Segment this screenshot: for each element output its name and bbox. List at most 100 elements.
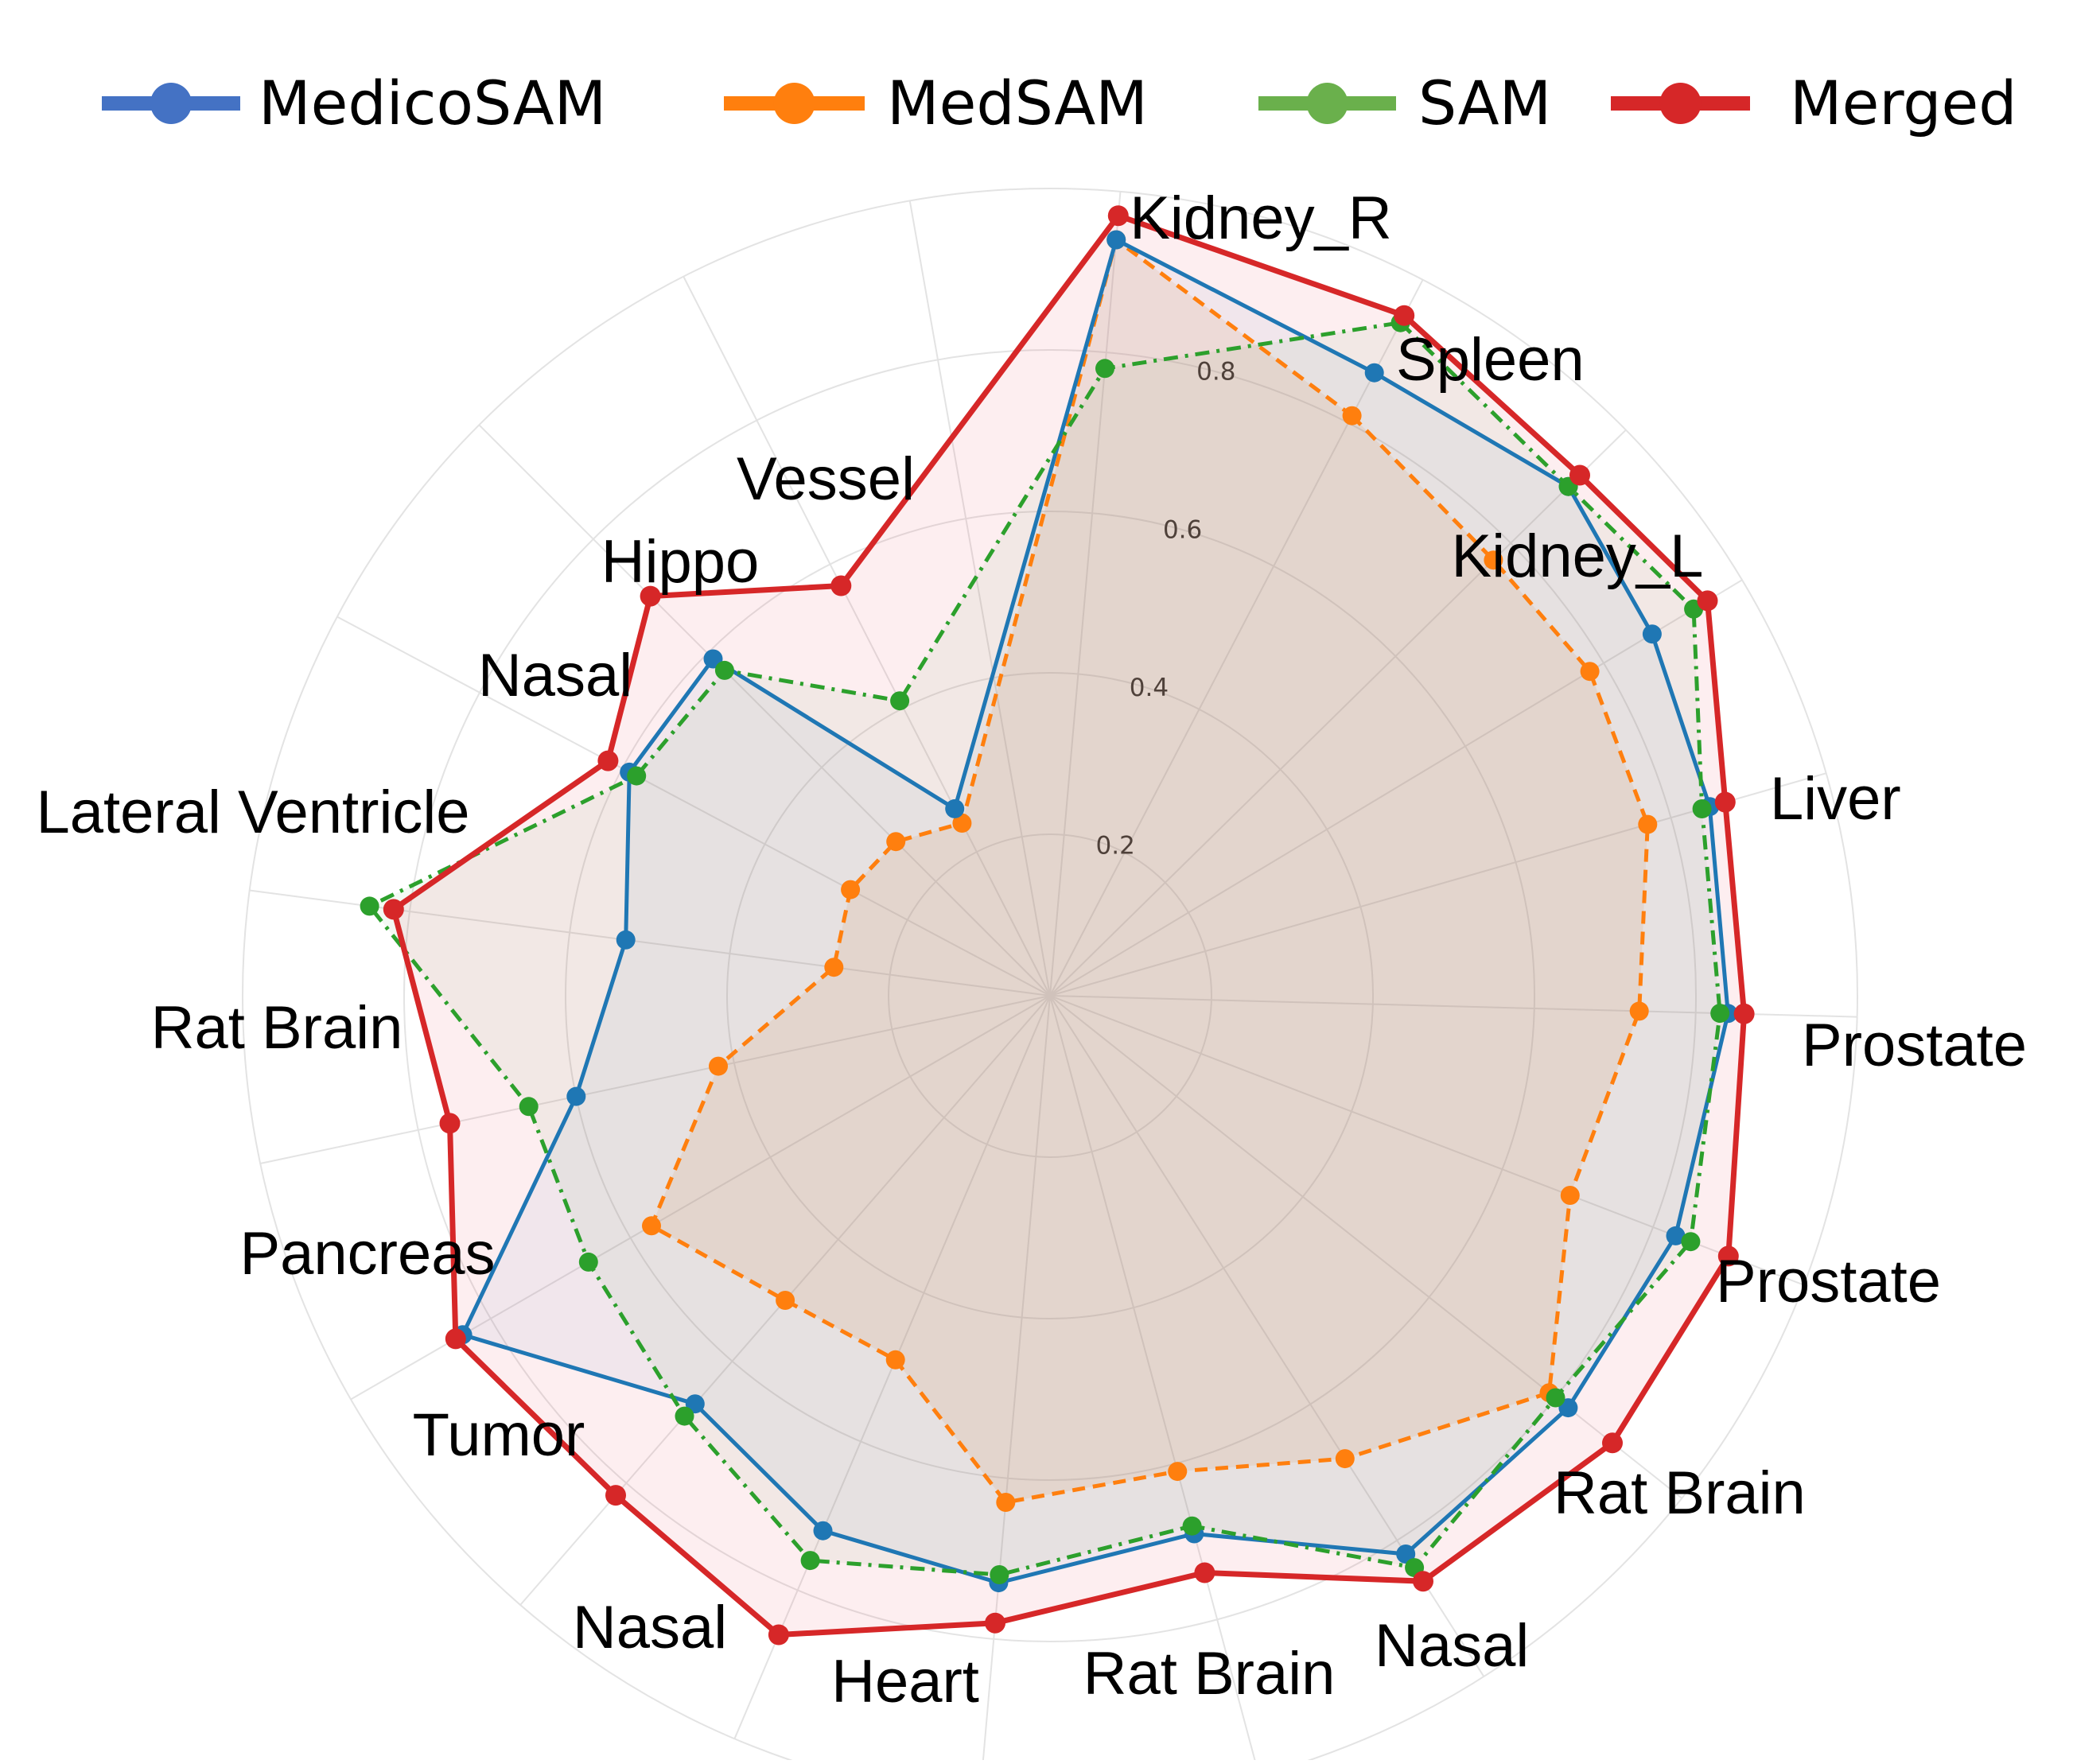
series-fill-medicosam bbox=[462, 239, 1729, 1583]
data-point-medicosam bbox=[1364, 363, 1384, 383]
data-point-medsam bbox=[1638, 814, 1658, 834]
axis-category-label: Nasal bbox=[573, 1594, 727, 1661]
axis-category-label: Pancreas bbox=[239, 1220, 495, 1288]
data-point-merged bbox=[597, 750, 619, 771]
series-line-medsam bbox=[649, 238, 1650, 1505]
data-point-medsam bbox=[1560, 1186, 1580, 1205]
series-line-sam bbox=[368, 321, 1722, 1577]
data-point-medsam bbox=[1335, 1449, 1355, 1469]
data-point-medsam bbox=[824, 958, 844, 977]
data-point-sam bbox=[1546, 1388, 1565, 1408]
data-point-merged bbox=[1394, 305, 1415, 326]
data-point-merged bbox=[1413, 1571, 1433, 1592]
data-point-merged bbox=[1107, 205, 1129, 227]
data-point-merged bbox=[640, 585, 661, 607]
data-point-medsam bbox=[709, 1056, 728, 1076]
grid-spoke bbox=[259, 995, 1051, 1165]
data-point-merged bbox=[439, 1113, 461, 1134]
grid-spoke bbox=[1049, 579, 1743, 997]
series-line-merged bbox=[391, 212, 1748, 1638]
data-point-sam bbox=[1681, 1232, 1701, 1252]
data-point-merged bbox=[985, 1612, 1005, 1634]
series-fill-sam bbox=[369, 322, 1721, 1576]
data-point-sam bbox=[1692, 799, 1712, 818]
data-point-medicosam bbox=[945, 798, 965, 818]
data-point-sam bbox=[714, 660, 734, 680]
label-layer: Kidney_RSpleenKidney_LLiverProstateProst… bbox=[37, 185, 2028, 1715]
grid-spoke bbox=[1049, 995, 1257, 1764]
legend-swatch-marker bbox=[1659, 83, 1702, 124]
legend-swatch-marker bbox=[1306, 83, 1348, 124]
data-point-sam bbox=[519, 1097, 539, 1117]
data-point-medicosam bbox=[616, 930, 636, 950]
legend-label: MedSAM bbox=[887, 68, 1148, 138]
data-point-merged bbox=[1717, 1245, 1739, 1267]
data-point-medsam bbox=[1580, 662, 1600, 682]
data-point-sam bbox=[1095, 359, 1114, 379]
legend-swatch-marker bbox=[150, 83, 192, 124]
grid-circle bbox=[242, 188, 1858, 1764]
axis-category-label: Nasal bbox=[478, 642, 632, 709]
axis-category-label: Heart bbox=[831, 1648, 979, 1715]
data-point-medsam bbox=[886, 832, 906, 852]
data-point-medsam bbox=[642, 1216, 661, 1236]
axis-category-label: Lateral Ventricle bbox=[37, 779, 470, 846]
data-point-medsam bbox=[952, 814, 972, 833]
axis-category-label: Spleen bbox=[1396, 326, 1585, 394]
grid-spoke bbox=[249, 889, 1051, 997]
series-line-medicosam bbox=[461, 238, 1730, 1585]
grid-spoke bbox=[336, 616, 1051, 997]
data-point-sam bbox=[360, 896, 379, 916]
grid-spoke bbox=[478, 424, 1051, 997]
legend-label: SAM bbox=[1418, 68, 1551, 138]
data-point-medsam bbox=[776, 1291, 795, 1310]
grid-circle bbox=[403, 349, 1697, 1642]
axis-category-label: Vessel bbox=[737, 445, 915, 513]
grid-spoke bbox=[1049, 279, 1424, 997]
axis-category-label: Kidney_L bbox=[1452, 523, 1704, 590]
grid-circle bbox=[726, 672, 1374, 1319]
data-point-merged bbox=[445, 1328, 466, 1350]
grid-spoke bbox=[683, 276, 1051, 997]
grid-spoke bbox=[1049, 995, 1682, 1499]
data-point-medsam bbox=[996, 1493, 1016, 1512]
data-point-merged bbox=[1194, 1562, 1215, 1583]
axis-category-label: Rat Brain bbox=[1083, 1640, 1336, 1708]
legend-swatch-marker bbox=[773, 83, 815, 124]
grid-spoke bbox=[1049, 429, 1627, 997]
data-point-medicosam bbox=[1642, 624, 1662, 644]
data-point-medicosam bbox=[1107, 230, 1126, 250]
data-point-merged bbox=[383, 899, 404, 920]
grid-circle bbox=[888, 833, 1212, 1158]
axis-category-label: Nasal bbox=[1375, 1612, 1529, 1680]
axis-category-label: Tumor bbox=[413, 1401, 585, 1469]
axis-category-label: Hippo bbox=[601, 528, 760, 596]
legend: MedicoSAM MedSAM SAM Merged bbox=[102, 68, 2017, 138]
radial-tick-label: 0.4 bbox=[1130, 674, 1169, 702]
data-point-merged bbox=[830, 575, 852, 596]
series-fill-merged bbox=[393, 216, 1744, 1635]
legend-label: MedicoSAM bbox=[259, 68, 606, 138]
grid-circle bbox=[565, 511, 1535, 1481]
grid-spoke bbox=[1049, 191, 1122, 997]
data-point-sam bbox=[990, 1565, 1009, 1584]
radial-tick-label: 0.6 bbox=[1163, 515, 1202, 544]
data-point-merged bbox=[1733, 1003, 1755, 1024]
data-point-sam bbox=[1182, 1516, 1202, 1536]
axis-category-label: Rat Brain bbox=[151, 994, 403, 1062]
axis-category-label: Prostate bbox=[1802, 1012, 2027, 1079]
data-point-medicosam bbox=[1396, 1544, 1416, 1564]
legend-label: Merged bbox=[1790, 68, 2017, 138]
data-point-sam bbox=[890, 691, 910, 711]
data-point-sam bbox=[627, 766, 647, 786]
data-point-merged bbox=[1569, 464, 1590, 486]
data-point-merged bbox=[768, 1624, 789, 1645]
data-point-medsam bbox=[1629, 1001, 1649, 1021]
data-point-medsam bbox=[1168, 1462, 1188, 1482]
data-point-sam bbox=[675, 1406, 694, 1426]
series-layer bbox=[360, 205, 1755, 1645]
radial-tick-label: 0.8 bbox=[1196, 358, 1235, 387]
data-point-medsam bbox=[885, 1350, 905, 1370]
data-point-merged bbox=[1697, 590, 1718, 612]
